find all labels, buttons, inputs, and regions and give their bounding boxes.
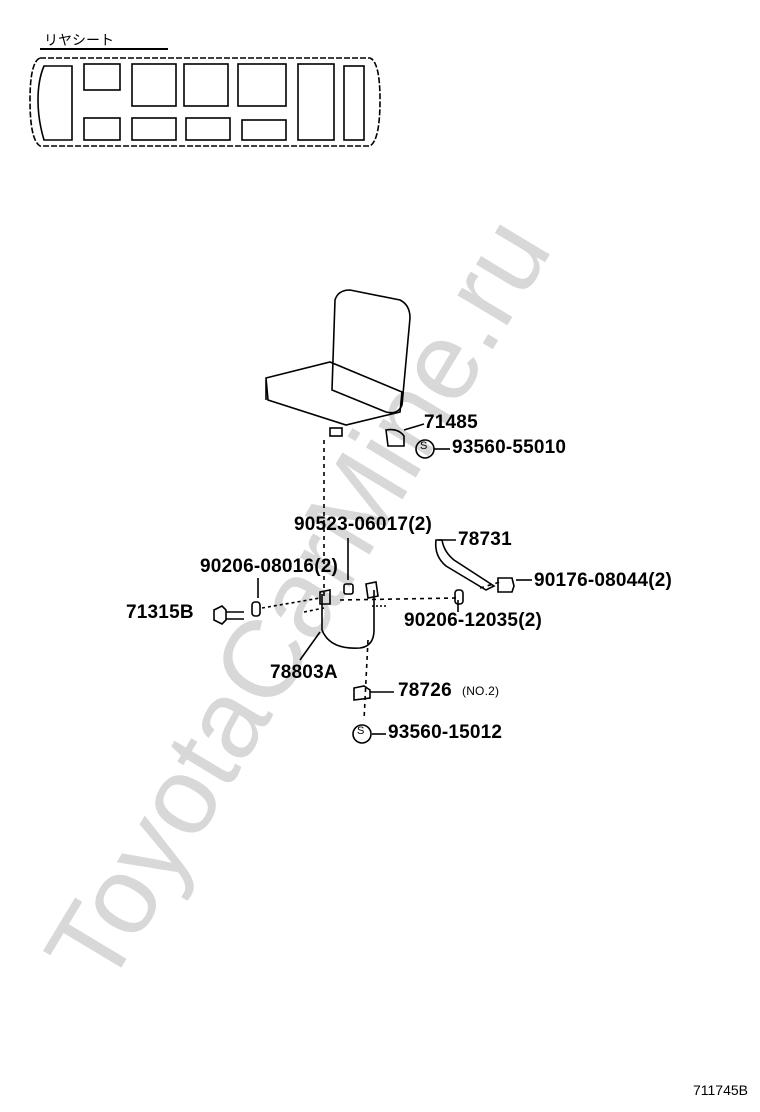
part-93560-15012: 93560-15012 [388, 722, 503, 743]
washer-90206-08016-icon [251, 601, 261, 617]
part-78731: 78731 [458, 529, 512, 550]
symbol-s-icon [415, 439, 435, 459]
part-71485: 71485 [424, 412, 478, 433]
part-90206-12035: 90206-12035(2) [404, 610, 543, 631]
part-78726-note: (NO.2) [462, 684, 500, 698]
diagram-title: リヤシート [44, 32, 114, 48]
washer-90206-12035-icon [454, 589, 464, 605]
nut-90523-icon [343, 583, 354, 595]
diagram-code: 711745B [692, 1082, 748, 1098]
symbol-s-label: S [357, 725, 365, 737]
title-underline [40, 48, 168, 50]
part-90176-08044: 90176-08044(2) [534, 570, 673, 591]
bracket-78803a-icon [321, 590, 375, 649]
symbol-s-icon [352, 724, 372, 744]
bracket-78731-icon [434, 539, 496, 591]
part-78726: 78726 [398, 680, 452, 701]
nut-90176-icon [497, 577, 515, 593]
rear-seat-icon [265, 289, 411, 447]
cap-78726-icon [353, 685, 371, 701]
part-93560-55010: 93560-55010 [452, 437, 567, 458]
vehicle-layout-icon [29, 57, 381, 147]
part-78803a: 78803A [270, 662, 338, 683]
part-90523-06017: 90523-06017(2) [294, 514, 433, 535]
part-71315b: 71315B [126, 602, 194, 623]
bolt-71315b-icon [213, 605, 244, 625]
part-90206-08016: 90206-08016(2) [200, 556, 339, 577]
symbol-s-label: S [420, 440, 428, 452]
